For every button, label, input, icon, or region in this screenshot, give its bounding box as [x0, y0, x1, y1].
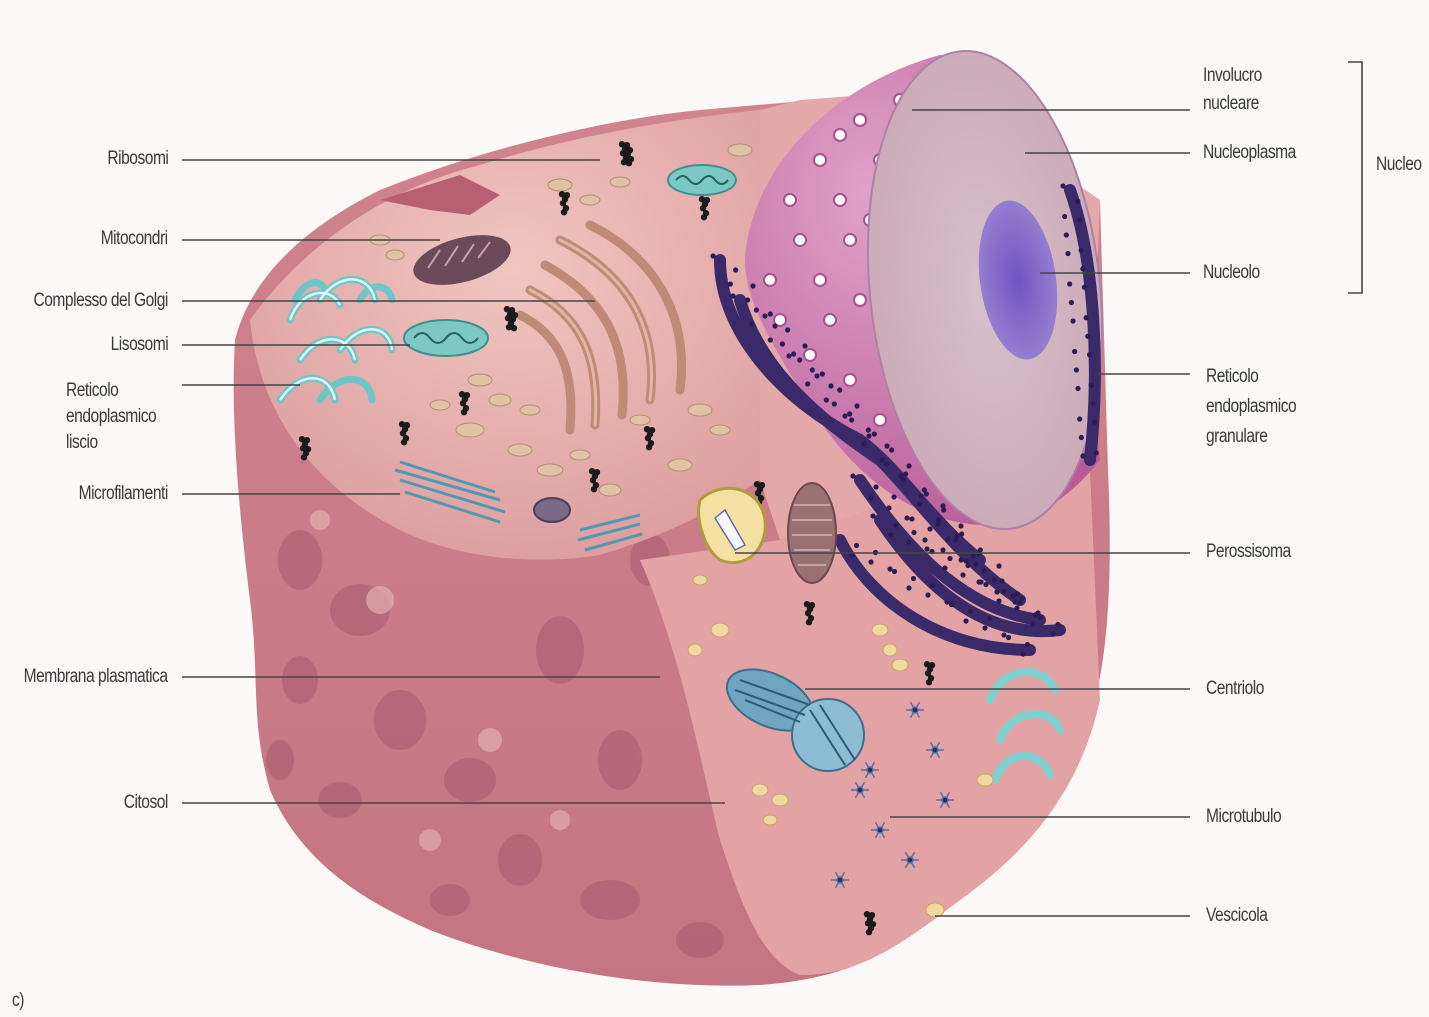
panel-letter: c) [12, 990, 24, 1012]
label-perossisoma: Perossisoma [1206, 541, 1291, 563]
label-complesso-golgi: Complesso del Golgi [34, 290, 168, 312]
label-reticolo-granulare: Reticolo endoplasmico granulare [1206, 362, 1296, 452]
label-vescicola: Vescicola [1206, 905, 1267, 927]
nucleo-bracket [1348, 62, 1362, 293]
label-nucleolo: Nucleolo [1203, 262, 1260, 284]
label-lisosomi: Lisosomi [110, 334, 168, 356]
label-nucleo: Nucleo [1376, 154, 1422, 176]
label-mitocondri: Mitocondri [101, 228, 168, 250]
label-membrana-plasmatica: Membrana plasmatica [24, 666, 168, 688]
label-citosol: Citosol [124, 792, 168, 814]
label-centriolo: Centriolo [1206, 678, 1264, 700]
label-microfilamenti: Microfilamenti [79, 483, 168, 505]
label-reticolo-liscio: Reticolo endoplasmico liscio [66, 378, 156, 456]
label-nucleoplasma: Nucleoplasma [1203, 142, 1296, 164]
label-ribosomi: Ribosomi [107, 148, 168, 170]
label-involucro-nucleare: Involucro nucleare [1203, 62, 1262, 118]
label-microtubulo: Microtubulo [1206, 806, 1281, 828]
